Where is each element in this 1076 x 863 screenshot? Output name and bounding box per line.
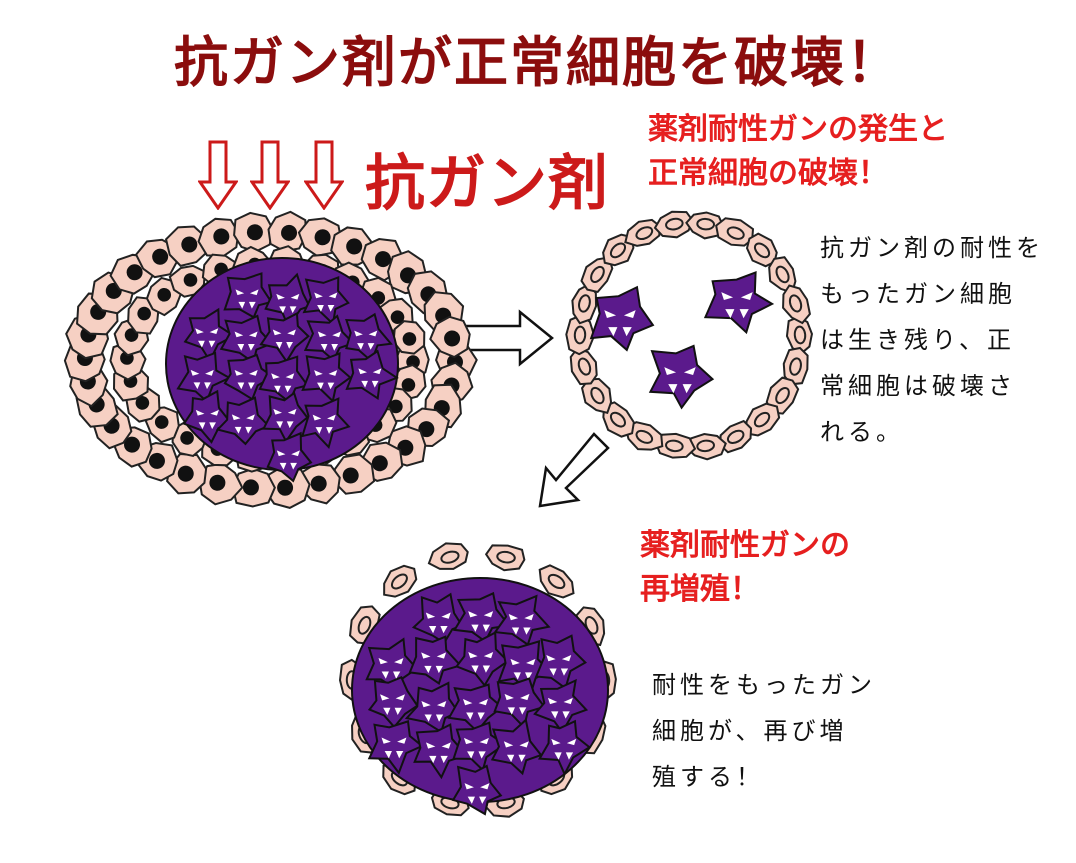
- drug-label: 抗ガン剤: [365, 149, 609, 219]
- cancer-cell: [413, 723, 468, 780]
- normal-cell: [768, 256, 797, 294]
- stage2-heading: 薬剤耐性ガンの発生と 正常細胞の破壊！: [648, 108, 948, 196]
- cancer-cell: [703, 271, 775, 335]
- cancer-cell: [262, 391, 309, 444]
- stage3-heading: 薬剤耐性ガンの 再増殖！: [640, 524, 850, 612]
- normal-cell: [654, 432, 697, 459]
- normal-cell: [427, 542, 469, 570]
- normal-cell: [134, 238, 179, 279]
- normal-cell: [782, 284, 811, 325]
- right-arrow-icon: [460, 309, 554, 367]
- stage3-heading-line: 薬剤耐性ガンの: [640, 528, 850, 563]
- normal-cell: [231, 467, 276, 508]
- stage3-note: 耐性をもったガン 細胞が、再び増 殖する！: [652, 662, 876, 800]
- cancer-cell: [589, 285, 655, 352]
- normal-cell: [782, 346, 809, 386]
- cancer-cell: [537, 719, 592, 777]
- normal-cell: [484, 544, 526, 572]
- normal-cell: [569, 347, 598, 386]
- normal-cell: [299, 463, 341, 505]
- cancer-cell: [302, 276, 350, 326]
- normal-cell: [333, 453, 376, 495]
- down-arrow-icon: [250, 140, 290, 210]
- cancer-cell: [266, 431, 313, 483]
- normal-cell: [745, 402, 781, 437]
- stage3-heading-line: 再増殖！: [640, 572, 760, 607]
- cancer-cell: [534, 634, 588, 690]
- cancer-cell: [223, 272, 273, 319]
- cancer-cell: [215, 396, 271, 446]
- stage2-note-line: もったガン細胞: [820, 280, 1016, 308]
- normal-cell: [164, 225, 210, 267]
- stage2-heading-line: 薬剤耐性ガンの発生と: [648, 112, 948, 147]
- cancer-cell: [493, 594, 551, 647]
- normal-cell: [297, 217, 343, 257]
- cancer-cell: [365, 637, 419, 690]
- normal-cell: [602, 233, 635, 267]
- cancer-cell: [648, 344, 715, 410]
- stage2-note-line: れる。: [820, 418, 904, 446]
- cancer-cell: [451, 764, 503, 816]
- normal-cell: [197, 217, 240, 258]
- normal-cell: [392, 320, 426, 355]
- normal-cell: [429, 315, 471, 359]
- cancer-cell: [301, 351, 352, 404]
- cancer-cell: [404, 681, 460, 734]
- cancer-cell: [408, 635, 463, 685]
- normal-cell: [565, 314, 596, 356]
- normal-cell: [624, 218, 661, 247]
- cancer-cell: [182, 389, 233, 444]
- cancer-cell: [367, 720, 424, 775]
- stage2-heading-line: 正常細胞の破壊！: [648, 156, 888, 191]
- tumor-before-treatment: [63, 210, 478, 509]
- normal-cell: [745, 232, 778, 268]
- cancer-cell: [223, 353, 275, 401]
- normal-cell: [602, 401, 635, 438]
- stage3-note-line: 耐性をもったガン: [652, 671, 876, 699]
- stage2-note-line: 常細胞は破壊さ: [820, 372, 1016, 400]
- cancer-cell: [345, 349, 399, 401]
- normal-cell: [685, 211, 724, 240]
- cancer-cell: [490, 718, 543, 776]
- tumor-regrowth: [338, 542, 617, 818]
- cancer-cell: [367, 675, 419, 729]
- normal-cell: [715, 217, 755, 247]
- down-arrow-icon: [198, 140, 238, 210]
- diagonal-arrow-icon: [538, 432, 610, 508]
- page-title: 抗ガン剤が正常細胞を破壊！: [174, 31, 902, 94]
- normal-cell: [168, 264, 206, 298]
- stage3-note-line: 殖する！: [652, 763, 764, 791]
- normal-cell: [383, 564, 418, 598]
- stage2-note: 抗ガン剤の耐性を もったガン細胞 は生き残り、正 常細胞は破壊さ れる。: [820, 225, 1044, 455]
- normal-cell: [263, 464, 311, 509]
- cancer-cell: [259, 311, 310, 364]
- normal-cell: [233, 211, 275, 253]
- stage2-note-line: は生き残り、正: [820, 326, 1016, 354]
- normal-cell: [719, 419, 753, 454]
- cancer-cell: [452, 721, 507, 773]
- normal-cell: [580, 256, 614, 294]
- stage2-note-line: 抗ガン剤の耐性を: [820, 234, 1044, 262]
- cancer-cell: [455, 631, 510, 688]
- cancer-cell: [300, 397, 351, 450]
- down-arrow-icon: [304, 140, 344, 210]
- normal-cell: [653, 210, 694, 239]
- normal-cell: [685, 433, 727, 461]
- tumor-after-treatment: [565, 210, 813, 461]
- normal-cell: [580, 377, 613, 415]
- normal-cell: [538, 564, 575, 599]
- cancer-cell: [452, 591, 511, 644]
- normal-cell: [765, 376, 800, 415]
- normal-cell: [198, 462, 244, 506]
- normal-cell: [785, 315, 813, 355]
- normal-cell: [624, 421, 664, 451]
- cancer-cell: [411, 592, 464, 645]
- stage3-note-line: 細胞が、再び増: [652, 717, 848, 745]
